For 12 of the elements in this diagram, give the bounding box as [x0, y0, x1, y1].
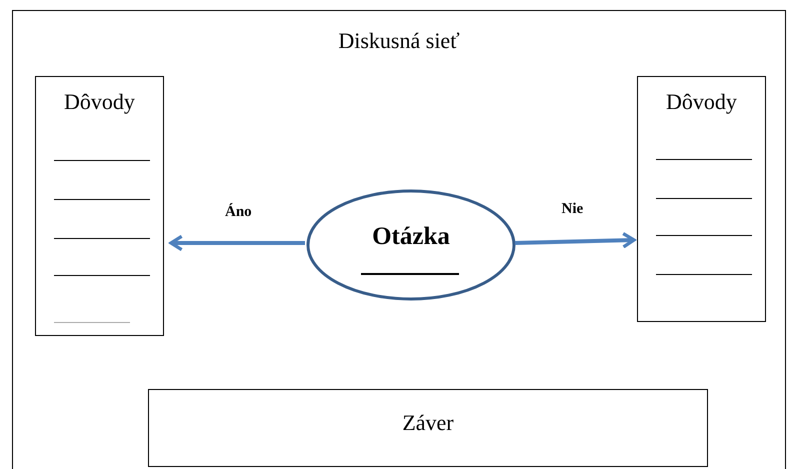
box-heading: Dôvody	[63, 89, 136, 115]
frame-heading: Diskusná sieť	[337, 28, 461, 54]
arrow	[514, 232, 636, 249]
conclusion-box	[148, 389, 708, 467]
frame-box	[12, 10, 786, 469]
conclusion-text: Záver	[401, 410, 455, 436]
reasons-box	[35, 76, 164, 336]
arrow	[169, 234, 305, 252]
question-text: Otázka	[371, 223, 451, 251]
reasons-box	[637, 76, 766, 322]
question-ellipse	[306, 189, 516, 301]
box-heading: Dôvody	[665, 89, 738, 115]
